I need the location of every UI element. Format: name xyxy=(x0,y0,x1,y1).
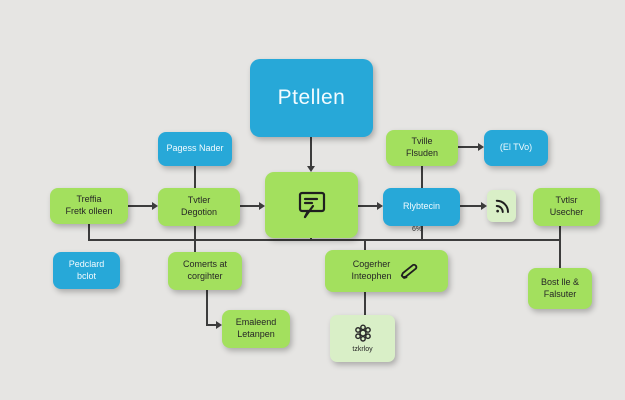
arrowhead-right-icon xyxy=(481,202,487,210)
node-pedclard-line2: bclot xyxy=(76,270,96,281)
node-el-tvo: (El TVo) xyxy=(484,130,548,166)
node-rlybtecin-label: Rlybtecin xyxy=(402,201,440,212)
connector xyxy=(364,292,366,315)
arrowhead-right-icon xyxy=(377,202,383,210)
connector xyxy=(240,205,259,207)
node-gear: tzkrloy xyxy=(330,315,395,362)
node-pagess-nader: Pagess Nader xyxy=(158,132,232,166)
node-treffia-line1: Treffia xyxy=(76,194,102,205)
node-ptellen-label: Ptellen xyxy=(277,86,346,110)
node-cogerher-line2: Inteophen xyxy=(351,271,392,281)
node-tvtlsr-line2: Usecher xyxy=(549,207,584,217)
node-wifi xyxy=(487,190,516,222)
node-tville: Tville Flsuden xyxy=(386,130,458,166)
node-comerts-line2: corgihter xyxy=(187,271,223,281)
connector-bus xyxy=(88,239,561,241)
wifi-signal-icon xyxy=(493,197,511,215)
node-cogerher: Cogerher Inteophen xyxy=(325,250,448,292)
gear-icon xyxy=(351,323,375,345)
node-tvtlsr-line1: Tvtlsr xyxy=(555,195,578,206)
connector xyxy=(458,146,478,148)
connector xyxy=(559,226,561,268)
node-treffia-line2: Fretk olleen xyxy=(65,206,113,216)
arrowhead-right-icon xyxy=(478,143,484,151)
node-bost-line1: Bost lle & xyxy=(540,276,580,287)
node-tville-line2: Flsuden xyxy=(405,148,439,158)
node-gear-label: tzkrloy xyxy=(352,345,373,353)
node-pagess-nader-label: Pagess Nader xyxy=(166,143,224,154)
node-ptellen: Ptellen xyxy=(250,59,373,137)
arrowhead-right-icon xyxy=(152,202,158,210)
connector xyxy=(310,137,312,166)
node-pedclard: Pedclard bclot xyxy=(53,252,120,289)
node-cogerher-line1: Cogerher xyxy=(352,259,391,270)
node-rlybtecin: Rlybtecin xyxy=(383,188,460,226)
node-comerts: Comerts at corgihter xyxy=(168,252,242,290)
arrowhead-right-icon xyxy=(216,321,222,329)
node-comerts-line1: Comerts at xyxy=(182,259,227,270)
document-note-icon xyxy=(294,189,330,221)
connector xyxy=(88,224,90,240)
connector xyxy=(194,166,196,188)
node-tville-line1: Tville xyxy=(411,136,433,147)
connector xyxy=(364,240,366,251)
connector xyxy=(206,324,216,326)
node-emaleend-line2: Letanpen xyxy=(237,329,275,339)
arrowhead-right-icon xyxy=(259,202,265,210)
pencil-icon xyxy=(398,259,422,283)
node-emaleend: Emaleend Letanpen xyxy=(222,310,290,348)
node-pedclard-line1: Pedclard xyxy=(68,258,105,269)
connector-label: 6% xyxy=(412,226,423,233)
node-document-note xyxy=(265,172,358,238)
connector xyxy=(460,205,481,207)
connector xyxy=(194,226,196,252)
connector xyxy=(421,226,423,240)
node-bost: Bost lle & Falsuter xyxy=(528,268,592,309)
node-tvtler-line1: Tvtler xyxy=(187,195,211,206)
arrowhead-down-icon xyxy=(307,166,315,172)
node-bost-line2: Falsuter xyxy=(543,288,577,299)
node-emaleend-line1: Emaleend xyxy=(235,317,277,328)
connector xyxy=(206,290,208,326)
node-tvtler: Tvtler Degotion xyxy=(158,188,240,226)
node-treffia: Treffia Fretk olleen xyxy=(50,188,128,224)
node-el-tvo-label: (El TVo) xyxy=(499,142,533,153)
node-tvtlsr: Tvtlsr Usecher xyxy=(533,188,600,226)
connector xyxy=(310,238,312,240)
node-tvtler-line2: Degotion xyxy=(180,207,218,217)
connector xyxy=(128,205,152,207)
connector xyxy=(358,205,377,207)
connector xyxy=(421,166,423,188)
